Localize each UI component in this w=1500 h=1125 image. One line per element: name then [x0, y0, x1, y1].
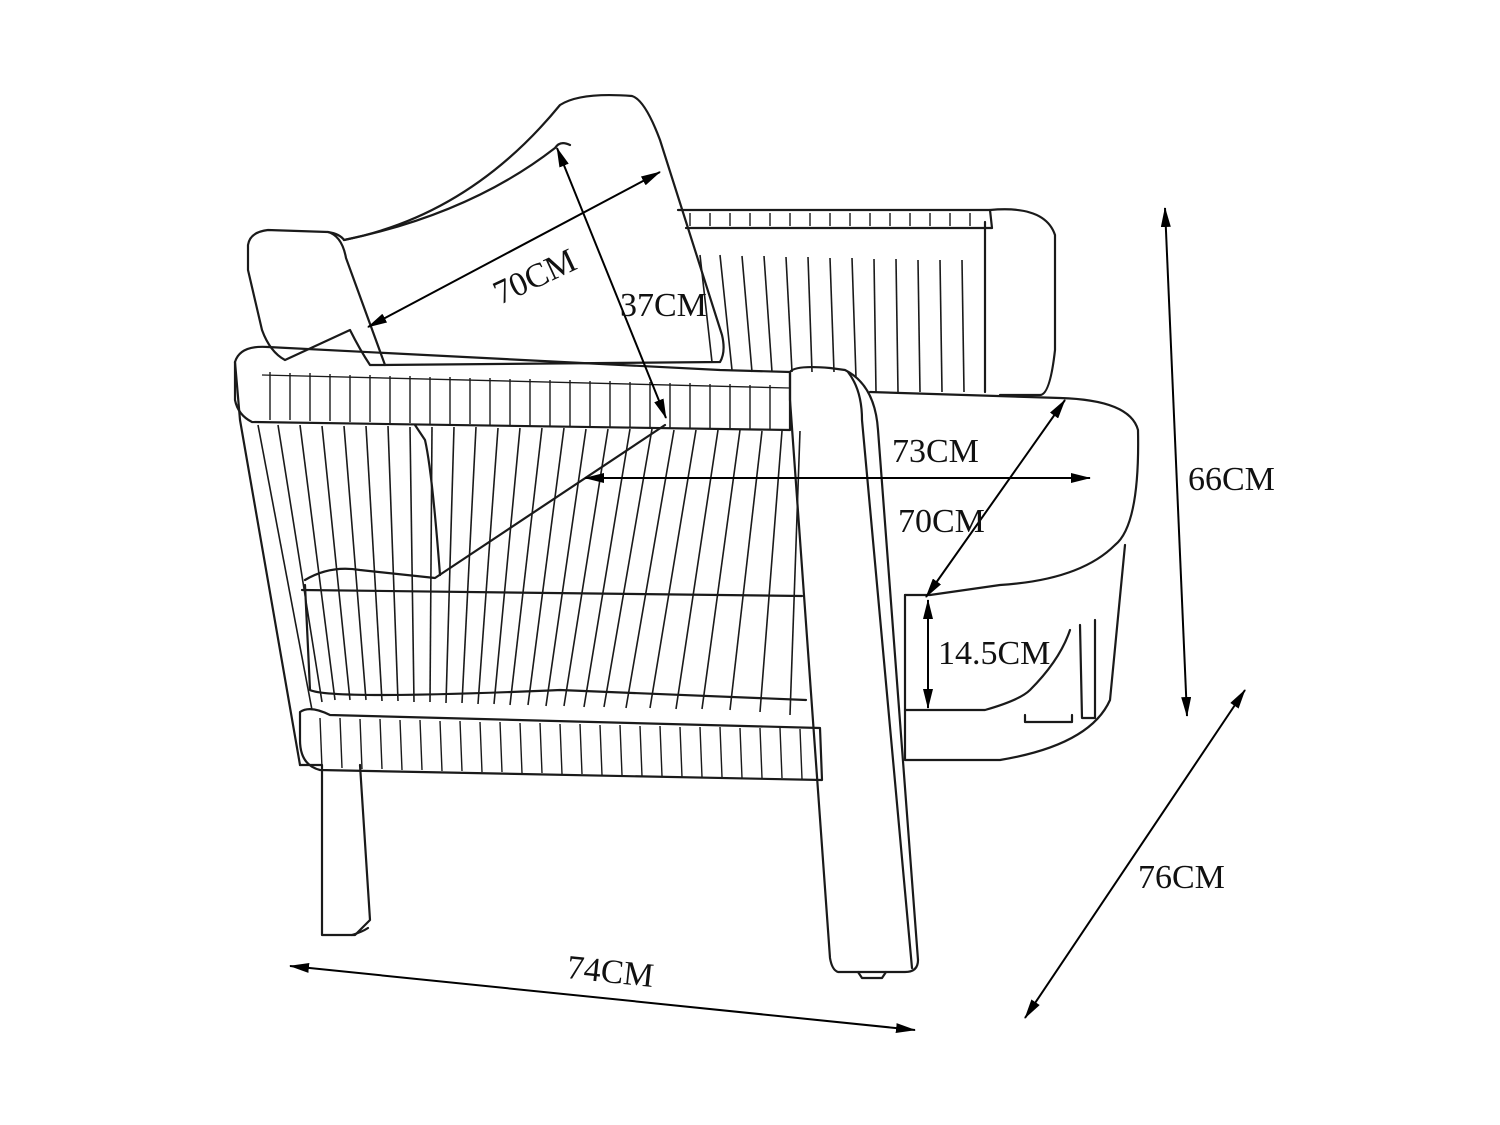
lower-band-ribs	[319, 717, 803, 780]
back-cushion-side-panel	[326, 230, 387, 367]
armchair-outline	[233, 93, 1140, 980]
back-frame-right-post	[988, 208, 1057, 397]
dim-arrow-overall-depth	[1024, 689, 1246, 1019]
rear-leg	[1078, 618, 1097, 720]
dimension-labels: 70CM 37CM 73CM 70CM 14.5CM 66CM 76CM 74C…	[488, 242, 1275, 995]
seat-cushion	[868, 390, 1140, 597]
front-arm-band	[233, 345, 792, 432]
back-frame-top	[676, 208, 994, 230]
left-leg	[298, 763, 372, 937]
inner-seat-lower	[303, 583, 808, 702]
back-frame-ribs	[689, 213, 971, 226]
arm-band-ribs	[269, 372, 771, 430]
front-arm-band-inner	[261, 374, 791, 389]
left-leg-foot	[350, 926, 370, 937]
label-overall-height: 66CM	[1188, 461, 1275, 498]
inner-back-fold	[413, 423, 442, 577]
dim-arrow-overall-width	[289, 962, 916, 1034]
dim-arrow-back-height	[556, 147, 667, 419]
front-weave	[257, 424, 801, 716]
rear-leg-foot	[1023, 713, 1074, 724]
back-weave	[699, 254, 965, 393]
label-overall-width: 74CM	[565, 949, 655, 995]
dimension-lines	[289, 147, 1246, 1034]
lower-front-band	[298, 708, 824, 782]
label-overall-depth: 76CM	[1138, 859, 1225, 896]
right-arm-post-inner	[846, 370, 914, 970]
label-cushion-thickness: 14.5CM	[938, 635, 1050, 672]
label-seat-depth: 70CM	[898, 503, 985, 540]
label-back-cushion-width: 70CM	[488, 242, 582, 312]
back-cushion	[246, 93, 725, 367]
back-cushion-top-seam	[342, 141, 572, 242]
dim-arrow-overall-height	[1160, 207, 1192, 717]
dim-arrow-seat-depth	[925, 399, 1066, 598]
label-seat-width: 73CM	[892, 433, 979, 470]
left-leg-outer	[233, 360, 302, 767]
inner-seat-rail	[300, 588, 804, 598]
inner-seat-front	[303, 423, 667, 582]
label-back-cushion-height: 37CM	[620, 287, 707, 324]
